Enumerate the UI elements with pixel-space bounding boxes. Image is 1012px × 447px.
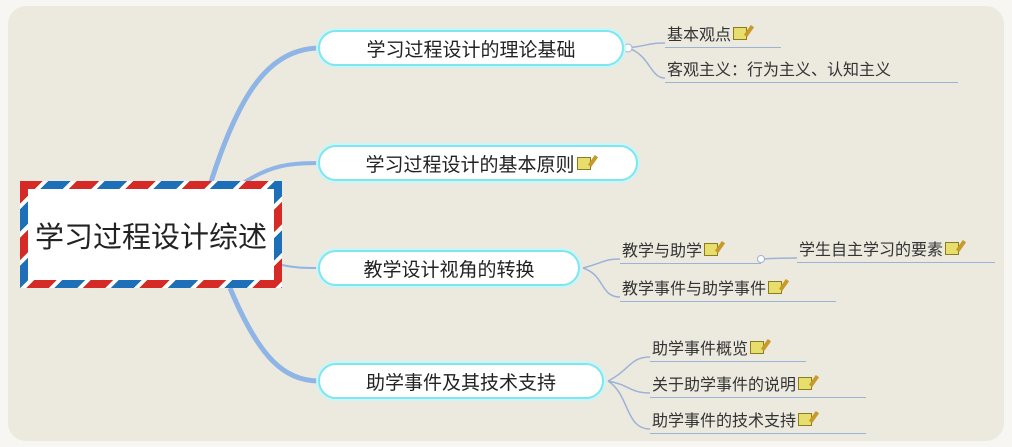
subtopic-autonomy-elements[interactable]: 学生自主学习的要素 xyxy=(797,236,995,263)
topic-theory[interactable]: 学习过程设计的理论基础 xyxy=(318,30,624,66)
topic-principles[interactable]: 学习过程设计的基本原则 xyxy=(318,145,638,181)
topic-label: 教学设计视角的转换 xyxy=(363,258,535,281)
note-icon[interactable] xyxy=(750,340,765,354)
subtopic-label: 教学事件与助学事件 xyxy=(622,279,767,298)
note-icon[interactable] xyxy=(768,280,783,294)
branch-4 xyxy=(227,287,319,384)
topic-events[interactable]: 助学事件及其技术支持 xyxy=(318,363,604,399)
subtopic-label: 基本观点 xyxy=(667,25,732,44)
branch-2 xyxy=(238,161,319,187)
subtopic-label: 学生自主学习的要素 xyxy=(799,240,944,259)
subtopic-events-tech-support[interactable]: 助学事件的技术支持 xyxy=(650,407,866,434)
branch-1 xyxy=(207,45,319,186)
subtopic-label: 助学事件概览 xyxy=(652,339,749,358)
note-icon[interactable] xyxy=(704,242,719,256)
note-icon[interactable] xyxy=(576,156,591,170)
topic-perspective[interactable]: 教学设计视角的转换 xyxy=(318,250,580,286)
note-icon[interactable] xyxy=(945,241,960,255)
subtopic-teaching-events[interactable]: 教学事件与助学事件 xyxy=(620,275,836,302)
topic-label: 学习过程设计的基本原则 xyxy=(365,153,575,176)
subtopic-label: 助学事件的技术支持 xyxy=(652,411,797,430)
note-icon[interactable] xyxy=(798,412,813,426)
note-icon[interactable] xyxy=(733,26,748,40)
note-icon[interactable] xyxy=(798,376,813,390)
subtopic-basic-views[interactable]: 基本观点 xyxy=(665,21,781,48)
subtopic-teaching-learning[interactable]: 教学与助学 xyxy=(620,237,761,264)
subtopic-events-overview[interactable]: 助学事件概览 xyxy=(650,335,806,362)
central-topic[interactable]: 学习过程设计综述 xyxy=(20,181,282,288)
central-topic-label: 学习过程设计综述 xyxy=(28,189,274,280)
subtopic-objectivism[interactable]: 客观主义：行为主义、认知主义 xyxy=(665,56,958,83)
topic-label: 学习过程设计的理论基础 xyxy=(366,38,576,61)
branch-3 xyxy=(281,264,319,269)
subtopic-events-explanation[interactable]: 关于助学事件的说明 xyxy=(650,371,866,398)
subtopic-label: 关于助学事件的说明 xyxy=(652,375,797,394)
topic-label: 助学事件及其技术支持 xyxy=(365,371,556,394)
subtopic-label: 教学与助学 xyxy=(622,241,703,260)
subtopic-label: 客观主义：行为主义、认知主义 xyxy=(667,60,892,79)
